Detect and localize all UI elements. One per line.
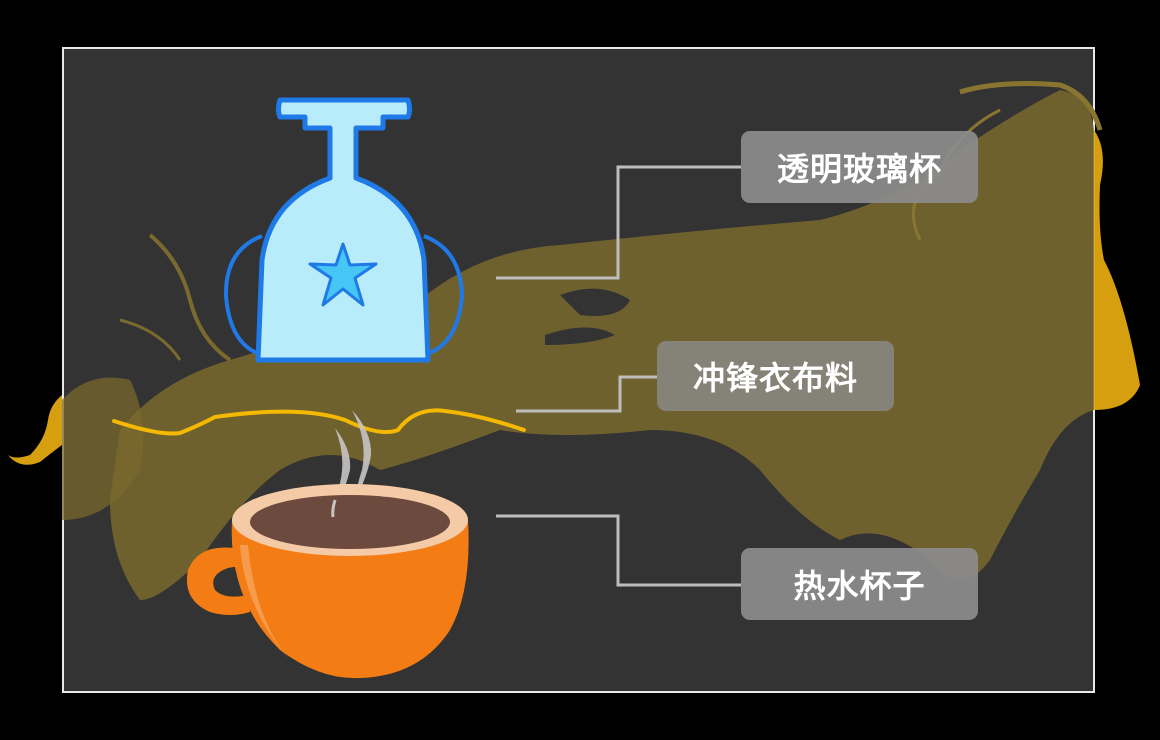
label-fabric-text: 冲锋衣布料 xyxy=(692,359,858,397)
label-fabric: 冲锋衣布料 xyxy=(657,341,894,411)
label-glass: 透明玻璃杯 xyxy=(741,131,978,203)
label-cup: 热水杯子 xyxy=(741,548,978,620)
cup-connector xyxy=(496,514,741,587)
glass-connector xyxy=(496,165,741,280)
fabric-connector xyxy=(516,375,657,413)
label-cup-text: 热水杯子 xyxy=(793,567,926,605)
label-glass-text: 透明玻璃杯 xyxy=(776,150,942,188)
